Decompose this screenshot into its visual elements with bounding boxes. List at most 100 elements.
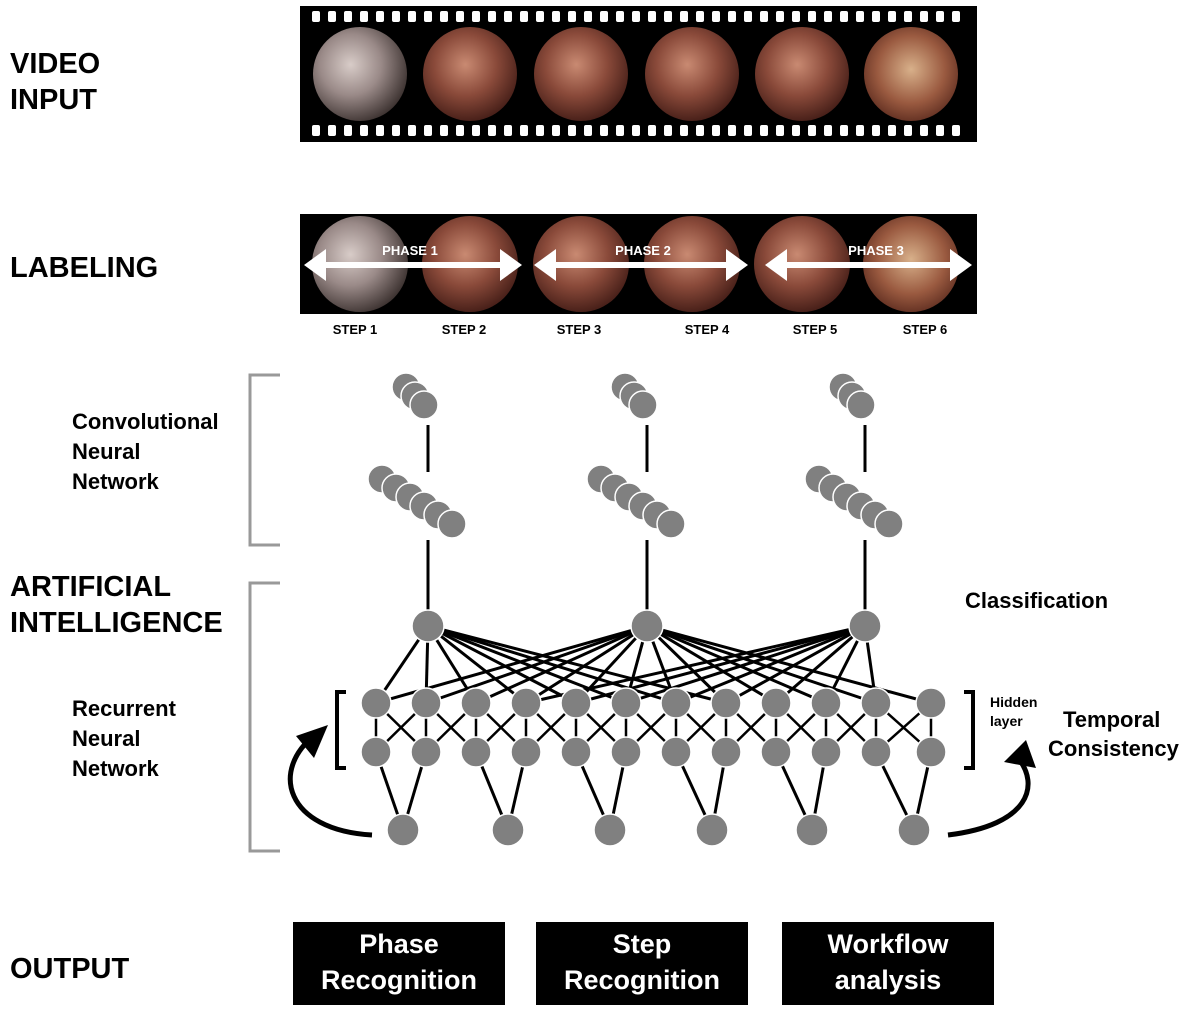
output-3-line2: analysis (834, 965, 942, 995)
film-perforation (744, 125, 752, 136)
step-label-6: STEP 6 (902, 322, 948, 337)
film-perforation (344, 11, 352, 22)
film-perforation (616, 125, 624, 136)
classification-node-3 (848, 609, 882, 643)
section-artificial-intelligence: ARTIFICIAL INTELLIGENCE (10, 569, 223, 641)
hidden-top-node (810, 687, 842, 719)
cnn-lower-node (656, 509, 686, 539)
deco-layer (248, 373, 1036, 853)
video-frame-2 (423, 27, 517, 121)
film-perforation (696, 125, 704, 136)
rnn-label-line1: Recurrent (72, 696, 176, 721)
cnn-label: Convolutional Neural Network (72, 407, 219, 497)
input-node (386, 813, 420, 847)
temporal-line1: Temporal (1063, 707, 1161, 732)
film-perforation (328, 11, 336, 22)
film-perforation (520, 125, 528, 136)
section-video-input-line2: INPUT (10, 84, 97, 116)
rnn-label: Recurrent Neural Network (72, 694, 176, 784)
cnn-bracket (248, 373, 280, 547)
input-node (491, 813, 525, 847)
classification-link (675, 624, 866, 705)
input-node (695, 813, 729, 847)
film-perforation (824, 11, 832, 22)
film-perforation (488, 11, 496, 22)
hidden-top-node (610, 687, 642, 719)
phase-arrow-right-head-3 (950, 249, 972, 281)
classification-node-1 (411, 609, 445, 643)
cnn-top-node (846, 390, 876, 420)
film-perforation (888, 11, 896, 22)
output-2-line1: Step (612, 929, 672, 959)
video-frame-1 (313, 27, 407, 121)
step-label-3: STEP 3 (556, 322, 602, 337)
film-perforation (344, 125, 352, 136)
cnn-lower-node (874, 509, 904, 539)
output-1-line1: Phase (359, 929, 439, 959)
classification-link (645, 624, 728, 705)
film-perforation (552, 125, 560, 136)
hidden-top-node (560, 687, 592, 719)
film-perforation (856, 11, 864, 22)
film-perforation (728, 125, 736, 136)
section-video-input-line1: VIDEO (10, 48, 101, 80)
classification-link (625, 624, 866, 705)
section-ai-line2: INTELLIGENCE (10, 607, 223, 639)
film-perforation (680, 125, 688, 136)
film-perforation (936, 11, 944, 22)
film-perforation (536, 11, 544, 22)
film-perforation (520, 11, 528, 22)
cnn-top-node (409, 390, 439, 420)
output-phase-recognition: Phase Recognition (293, 922, 505, 1005)
film-perforation (472, 125, 480, 136)
classification-link (646, 624, 777, 705)
cnn-label-line2: Neural (72, 439, 141, 464)
input-node (593, 813, 627, 847)
input-node (897, 813, 931, 847)
film-perforation (392, 125, 400, 136)
temporal-line2: Consistency (1048, 736, 1179, 761)
film-perforation (648, 11, 656, 22)
film-perforation (440, 11, 448, 22)
phase-label-2: PHASE 2 (615, 243, 671, 258)
hidden-bottom-node (410, 736, 442, 768)
film-perforation (904, 125, 912, 136)
video-frame-4 (645, 27, 739, 121)
film-perforation (616, 11, 624, 22)
hidden-top-node (860, 687, 892, 719)
phase-arrow-left-head-3 (765, 249, 787, 281)
film-perforation (376, 11, 384, 22)
film-perforation (392, 11, 400, 22)
film-perforation (760, 125, 768, 136)
hidden-bottom-node (660, 736, 692, 768)
input-node (795, 813, 829, 847)
film-perforation (440, 125, 448, 136)
film-perforation (408, 125, 416, 136)
hidden-top-node (915, 687, 947, 719)
hidden-bottom-node (860, 736, 892, 768)
phase-label-1: PHASE 1 (382, 243, 438, 258)
output-1-line2: Recognition (321, 965, 477, 995)
film-perforation (840, 11, 848, 22)
film-perforation (712, 11, 720, 22)
film-perforation (664, 125, 672, 136)
film-perforation (456, 125, 464, 136)
hidden-bottom-node (915, 736, 947, 768)
film-perforation (600, 125, 608, 136)
film-perforation (920, 125, 928, 136)
film-perforation (312, 125, 320, 136)
classification-node-2 (630, 609, 664, 643)
hidden-layer-label: Hidden layer (990, 693, 1037, 731)
film-perforation (872, 125, 880, 136)
hidden-top-node (660, 687, 692, 719)
film-perforation (456, 11, 464, 22)
temporal-arrow-left-head (296, 725, 328, 758)
film-perforation (600, 11, 608, 22)
cnn-label-line3: Network (72, 469, 159, 494)
cnn-top-node (628, 390, 658, 420)
film-perforation (712, 125, 720, 136)
classification-link (646, 624, 877, 705)
film-perforation (696, 11, 704, 22)
classification-link (475, 624, 648, 705)
film-perforation (936, 125, 944, 136)
